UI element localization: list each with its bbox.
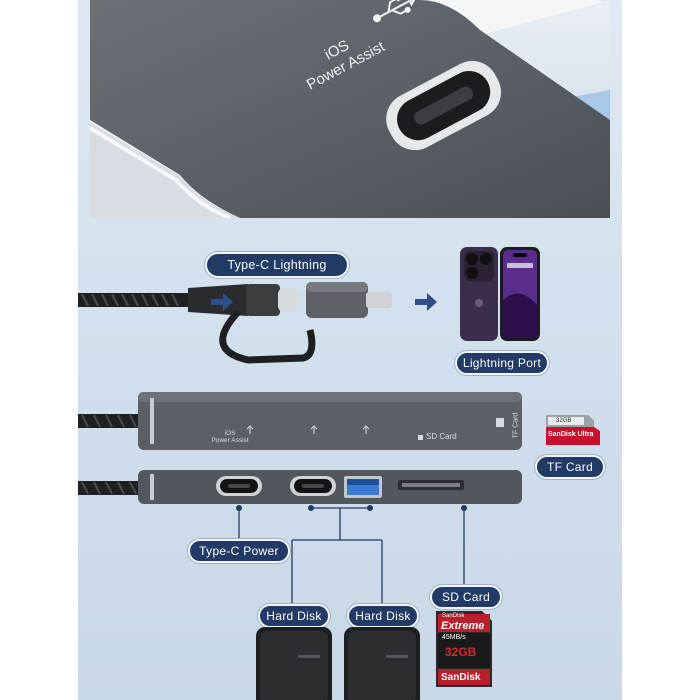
hard-disk-label-2: Hard Disk: [347, 604, 419, 628]
hub-front-view: [78, 470, 522, 504]
hard-disk-label-1: Hard Disk: [258, 604, 330, 628]
sd-speed-label: 45MB/s: [442, 634, 466, 641]
typec-lightning-label: Type-C Lightning: [205, 252, 349, 278]
hard-disk-image: [256, 627, 332, 700]
tf-card-label: TF Card: [535, 455, 605, 479]
sd-brand-top: SanDisk: [442, 613, 465, 619]
hub-ios-label: iOS: [224, 430, 236, 437]
sd-brand-bottom: SanDisk: [441, 672, 481, 683]
hub-sd-card-label: SD Card: [426, 432, 457, 441]
lightning-port-label: Lightning Port: [455, 351, 549, 375]
tf-card-brand: SanDisk Ultra: [548, 431, 594, 438]
hard-disk-image: [344, 627, 420, 700]
sd-capacity-label: 32GB: [445, 645, 477, 659]
tf-card-image: [546, 415, 600, 445]
sd-extreme-label: Extreme: [441, 620, 485, 632]
iphone-image: [460, 247, 540, 341]
sd-card-label: SD Card: [430, 585, 502, 609]
hub-closeup: iOS Power Assist: [90, 0, 610, 218]
adapter-illustration: [78, 282, 392, 364]
typec-power-label: Type-C Power: [188, 539, 290, 563]
hub-power-assist-label: Power Assist: [211, 437, 249, 444]
sd-card-image: [436, 611, 492, 687]
hub-top-view: [78, 392, 522, 450]
arrow-icon: [211, 293, 233, 311]
arrow-icon: [415, 293, 437, 311]
tf-card-capacity: 32GB: [556, 418, 572, 424]
